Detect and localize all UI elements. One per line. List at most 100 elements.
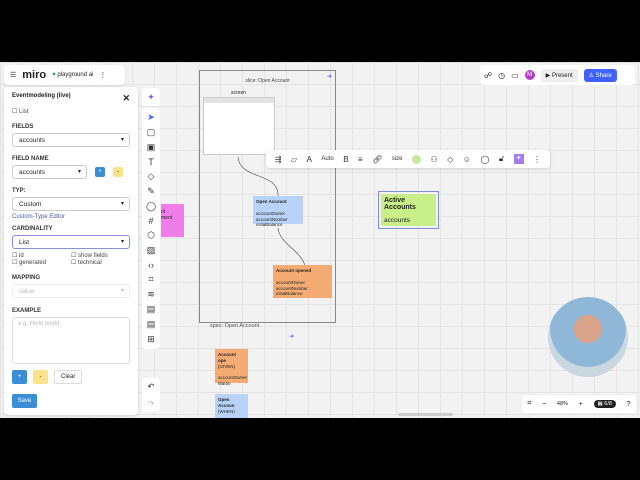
share-button[interactable]: ♙ Share <box>583 68 617 82</box>
undo-icon[interactable]: ↶ <box>147 382 155 391</box>
lock-icon[interactable]: 🔓︎ <box>498 154 505 163</box>
save-button[interactable]: Save <box>12 394 37 408</box>
help-icon[interactable]: ? <box>626 400 631 408</box>
context-toolbar: ⇶ ▱ A Auto B ≡ 🔗︎ size ⚇ ◇ ☺ ◯ 🔓︎ ✦ ⋮ <box>266 150 550 168</box>
redo-icon[interactable]: ↷ <box>147 399 155 408</box>
bold-icon[interactable]: B <box>343 154 349 164</box>
pen-icon[interactable]: ✎ <box>147 186 155 196</box>
readmodel-title: Active Accounts <box>384 197 416 211</box>
layers-icon[interactable]: ≋ <box>147 289 155 299</box>
field-name-label: FIELD NAME <box>12 156 49 162</box>
type-select[interactable]: Custom <box>12 197 130 211</box>
add-button[interactable]: + <box>12 370 27 384</box>
remove-button[interactable]: - <box>33 370 48 384</box>
apps-icon[interactable]: ⬡ <box>147 230 155 240</box>
list-checkbox[interactable]: ☐ List <box>12 109 29 115</box>
link-icon[interactable]: 🔗︎ <box>372 154 383 164</box>
spec-command-sticky[interactable]: Open Accoun(WHEN)accountOwner <box>215 394 248 418</box>
cardinality-select[interactable]: List <box>12 235 130 249</box>
fit-icon[interactable]: ⌗ <box>527 400 532 407</box>
screen-mockup[interactable] <box>203 97 275 155</box>
add-field-button[interactable]: + <box>95 167 105 177</box>
plus-icon[interactable]: ⊞ <box>147 334 155 344</box>
menu-icon[interactable]: ☰ <box>10 72 17 79</box>
template-icon[interactable]: ▣ <box>146 142 156 152</box>
panel-title: Eventmodeling (live) <box>12 93 71 99</box>
remove-field-button[interactable]: - <box>113 167 123 177</box>
code-icon[interactable]: ‹› <box>148 260 154 270</box>
readmodel-selection[interactable]: Active Accounts accounts <box>378 191 439 229</box>
example-label: EXAMPLE <box>12 308 42 314</box>
video-icon[interactable]: ▭ <box>511 70 519 80</box>
zoom-level[interactable]: 48% <box>556 401 568 407</box>
tag-icon[interactable]: ◇ <box>447 154 454 164</box>
image-icon[interactable]: ▨ <box>146 245 156 255</box>
font-size-icon[interactable]: A <box>306 154 312 164</box>
size-label[interactable]: size <box>391 156 403 162</box>
select-icon[interactable]: ➤ <box>147 112 155 122</box>
mapping-input[interactable]: value <box>12 284 130 298</box>
horizontal-scrollbar[interactable] <box>398 413 453 416</box>
collaboration-icon[interactable]: ☍ <box>484 70 493 80</box>
mapping-label: MAPPING <box>12 275 41 281</box>
clear-button[interactable]: Clear <box>54 370 83 384</box>
header-right: ☍ ◷ ▭ M ▶ Present ♙ Share <box>480 65 635 85</box>
board-name[interactable]: ♥ playground ai <box>52 72 94 78</box>
fields-select[interactable]: accounts <box>12 133 130 147</box>
frame-icon[interactable]: # <box>148 216 154 226</box>
arrow-icon[interactable]: ➜ <box>326 74 332 80</box>
frames-button[interactable]: ▦ 6/8 <box>593 400 616 408</box>
pink-sticky[interactable]: nt ment <box>161 204 184 237</box>
reaction-icon[interactable]: ☺ <box>462 154 471 164</box>
custom-type-editor-link[interactable]: Custom-Type Editor <box>12 214 66 220</box>
shapes-icon[interactable]: ◇ <box>147 171 155 181</box>
video-participant <box>548 297 628 377</box>
board-canvas[interactable]: ☰ miro ♥ playground ai ⋮ Eventmodeling (… <box>0 62 640 418</box>
slice-title: slice: Open Account <box>245 78 290 84</box>
more-icon[interactable]: ⋮ <box>99 72 107 79</box>
creation-toolbar: ➤ ▢ ▣ T ◇ ✎ ◯ # ⬡ ▨ ‹› ⌗ ≋ ▤ ▤ ⊞ <box>142 108 160 349</box>
comment-icon[interactable]: ◯ <box>480 154 490 164</box>
board-topbar: ☰ miro ♥ playground ai ⋮ <box>4 65 125 85</box>
example-textarea[interactable]: e.g. Hello world <box>12 317 130 364</box>
board-icon: ♥ <box>52 72 56 78</box>
spec-arrow-icon[interactable]: ➜ <box>289 334 295 340</box>
close-icon[interactable]: ✕ <box>122 93 130 103</box>
comment-icon[interactable]: ◯ <box>145 201 157 211</box>
screen-label: screen <box>231 90 247 96</box>
ai-icon[interactable]: ✦ <box>513 154 524 164</box>
eventmodeling-panel: Eventmodeling (live)✕ ☐ List FIELDS acco… <box>4 87 138 415</box>
miro-logo: miro <box>22 69 47 81</box>
timer-icon[interactable]: ◷ <box>498 70 506 80</box>
sticky-note-icon[interactable]: ▢ <box>146 127 156 137</box>
ai-sparkle-icon[interactable]: ✦ <box>142 88 160 106</box>
present-button[interactable]: ▶ Present <box>540 68 578 82</box>
zoom-in-icon[interactable]: + <box>578 400 583 408</box>
sticky-shape-icon[interactable]: ▱ <box>290 154 298 164</box>
typ-label: TYP: <box>12 188 26 194</box>
font-size-select[interactable]: Auto <box>321 156 334 162</box>
technical-checkbox[interactable]: ☐ technical <box>71 260 102 266</box>
zoom-out-icon[interactable]: − <box>542 400 547 408</box>
color-swatch[interactable] <box>412 154 421 164</box>
align-icon[interactable]: ≡ <box>358 154 363 164</box>
readmodel-field: accounts <box>384 217 411 224</box>
scan-icon[interactable]: ⌗ <box>148 274 154 284</box>
zoom-controls: ⌗ − 48% + ▦ 6/8 ? <box>522 395 636 413</box>
id-checkbox[interactable]: ☐ id <box>12 253 24 259</box>
more-icon[interactable]: ⋮ <box>533 154 542 164</box>
generated-checkbox[interactable]: ☐ generated <box>12 260 47 266</box>
cardinality-label: CARDINALITY <box>12 226 53 232</box>
note-icon[interactable]: ▤ <box>146 304 156 314</box>
connector-icon[interactable]: ⇶ <box>274 154 282 164</box>
avatar[interactable]: M <box>524 70 535 80</box>
show-fields-checkbox[interactable]: ☐ show fields <box>71 253 108 259</box>
card-icon[interactable]: ▤ <box>146 319 156 329</box>
slice-frame[interactable]: slice: Open Account ➜ screen Open Accoun… <box>199 70 336 323</box>
field-name-input[interactable]: accounts <box>12 165 87 179</box>
text-icon[interactable]: T <box>148 157 154 167</box>
users-icon[interactable]: ⚇ <box>430 154 438 164</box>
